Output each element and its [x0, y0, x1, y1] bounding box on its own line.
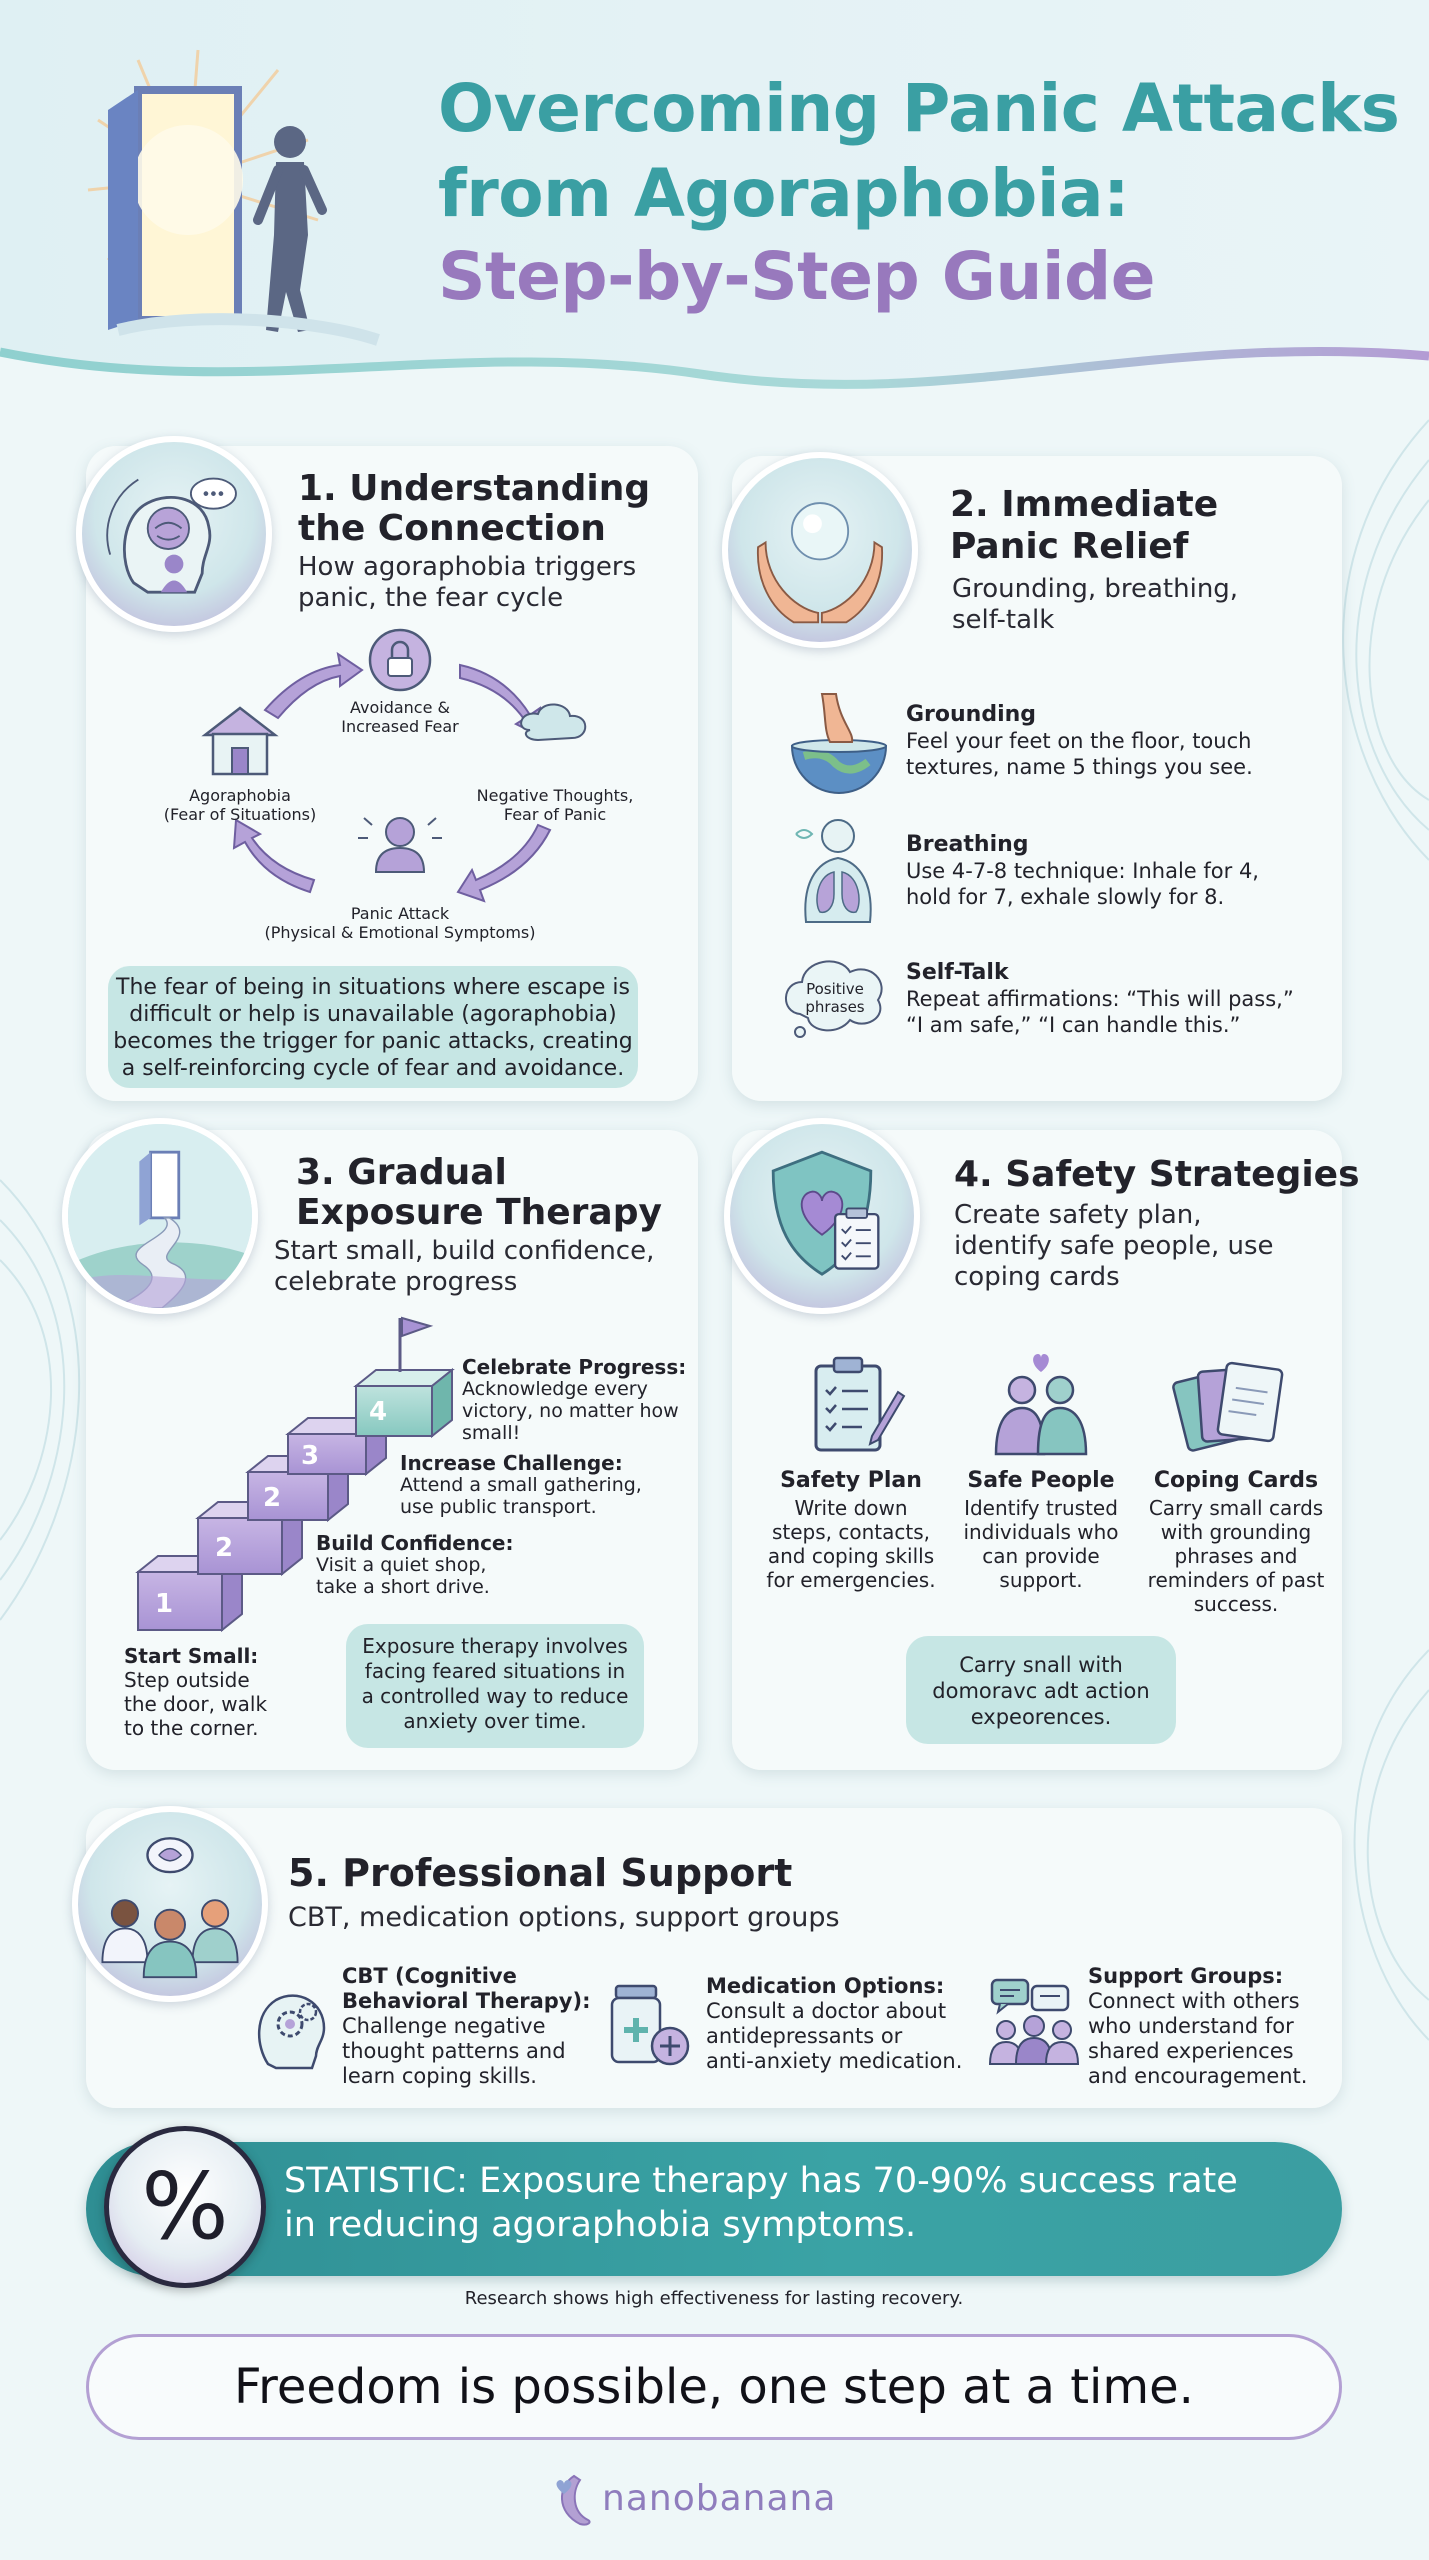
- safety-plan-clipboard-icon: [814, 1356, 906, 1452]
- step-number-2a: 2: [215, 1533, 233, 1563]
- percent-icon: %: [141, 2153, 229, 2260]
- statistic-caption: Research shows high effectiveness for la…: [464, 2288, 964, 2309]
- open-door-path-icon: [62, 1118, 258, 1314]
- hands-orb-icon: [722, 452, 918, 648]
- section2-title-line1: 2. Immediate: [950, 484, 1219, 525]
- exposure-staircase-diagram: 1 2 2 3 4: [135, 1316, 455, 1633]
- section2-subtitle-line2: self-talk: [952, 605, 1055, 635]
- cycle-negative-thoughts-label: Negative Thoughts, Fear of Panic: [476, 786, 634, 824]
- safe-people-title: Safe People: [967, 1468, 1115, 1493]
- grounding-text: Feel your feet on the floor, touch textu…: [906, 729, 1253, 779]
- cycle-panic-attack-label: Panic Attack (Physical & Emotional Sympt…: [264, 904, 536, 942]
- step-number-4: 4: [369, 1397, 387, 1427]
- self-talk-text: Repeat affirmations: “This will pass,” “…: [906, 987, 1294, 1037]
- cbt-head-gears-icon: [257, 1994, 326, 2070]
- statistic-line-1: STATISTIC: Exposure therapy has 70-90% s…: [284, 2161, 1238, 2201]
- section4-note: Carry snall with domoravc adt action exp…: [906, 1636, 1176, 1744]
- medication-bottle-icon: [610, 1984, 690, 2066]
- safety-plan-text: Write down steps, contacts, and coping s…: [766, 1496, 936, 1592]
- section5-subtitle: CBT, medication options, support groups: [288, 1902, 840, 1933]
- coping-cards-icon: [1172, 1361, 1284, 1452]
- header-wave-background: [0, 0, 1429, 389]
- section3-title-line2: Exposure Therapy: [296, 1192, 662, 1233]
- section3-subtitle-line2: celebrate progress: [274, 1267, 518, 1297]
- statistic-line-2: in reducing agoraphobia symptoms.: [284, 2205, 917, 2245]
- breathing-text: Use 4-7-8 technique: Inhale for 4, hold …: [906, 859, 1259, 909]
- step-increase-challenge: Increase Challenge: Attend a small gathe…: [400, 1451, 642, 1518]
- section5-title: 5. Professional Support: [288, 1851, 793, 1895]
- breathing-title: Breathing: [906, 832, 1029, 857]
- safety-plan-title: Safety Plan: [780, 1468, 922, 1493]
- step-number-1: 1: [155, 1589, 173, 1619]
- section4-title: 4. Safety Strategies: [954, 1154, 1360, 1195]
- section3-note: Exposure therapy involves facing feared …: [346, 1624, 644, 1748]
- step-start-small: Start Small: Step outside the door, walk…: [124, 1644, 268, 1740]
- section2-title-line2: Panic Relief: [950, 526, 1189, 567]
- positive-phrases-label: Positive phrases: [805, 980, 865, 1016]
- percent-badge: %: [104, 2126, 266, 2288]
- support-groups-item: Support Groups: Connect with others who …: [1088, 1964, 1308, 2088]
- title-line-1: Overcoming Panic Attacks: [438, 70, 1400, 147]
- coping-cards-text: Carry small cards with grounding phrases…: [1147, 1496, 1325, 1616]
- section1-subtitle-line1: How agoraphobia triggers: [298, 552, 637, 582]
- section4-subtitle-line1: Create safety plan,: [954, 1200, 1202, 1230]
- tagline-banner: Freedom is possible, one step at a time.: [86, 2334, 1342, 2440]
- step-number-2b: 2: [263, 1483, 281, 1513]
- support-group-icon: [988, 1978, 1080, 2065]
- section3-title-line1: 3. Gradual: [296, 1152, 507, 1193]
- cycle-avoidance-label: Avoidance & Increased Fear: [341, 698, 459, 736]
- brand-name: nanobanana: [602, 2478, 837, 2519]
- door-light-icon: [87, 49, 380, 346]
- step-number-3: 3: [301, 1441, 319, 1471]
- section3-subtitle-line1: Start small, build confidence,: [274, 1236, 655, 1266]
- coping-cards-title: Coping Cards: [1153, 1468, 1319, 1493]
- section1-title-line1: 1. Understanding: [298, 468, 651, 509]
- fear-cycle-diagram: [201, 628, 587, 903]
- self-talk-title: Self-Talk: [906, 960, 1009, 985]
- section4-subtitle-line2: identify safe people, use: [954, 1231, 1274, 1261]
- section1-subtitle-line2: panic, the fear cycle: [298, 583, 564, 613]
- statistic-banner: [86, 2142, 1342, 2276]
- title-line-3: Step-by-Step Guide: [438, 238, 1156, 315]
- step-build-confidence: Build Confidence: Visit a quiet shop, ta…: [316, 1531, 514, 1598]
- shield-heart-checklist-icon: [724, 1118, 920, 1314]
- cbt-item: CBT (Cognitive Behavioral Therapy): Chal…: [342, 1964, 591, 2088]
- medication-item: Medication Options: Consult a doctor abo…: [706, 1974, 963, 2073]
- safe-people-text: Identify trusted individuals who can pro…: [963, 1496, 1119, 1592]
- professional-support-team-icon: [72, 1806, 268, 2002]
- positive-phrases-bubble-icon: [785, 960, 883, 1038]
- step-celebrate-progress: Celebrate Progress: Acknowledge every vi…: [462, 1355, 687, 1444]
- banana-logo-icon: [556, 2474, 591, 2526]
- grounding-title: Grounding: [906, 702, 1037, 727]
- section2-subtitle-line1: Grounding, breathing,: [952, 574, 1239, 604]
- header: Overcoming Panic Attacks from Agoraphobi…: [0, 0, 1429, 400]
- safe-people-icon: [994, 1354, 1088, 1456]
- section4-subtitle-line3: coping cards: [954, 1262, 1120, 1292]
- tagline-text: Freedom is possible, one step at a time.: [234, 2359, 1194, 2415]
- cycle-agoraphobia-label: Agoraphobia (Fear of Situations): [163, 786, 317, 824]
- title-line-2: from Agoraphobia:: [438, 155, 1129, 232]
- section1-note: The fear of being in situations where es…: [108, 966, 638, 1088]
- section1-title-line2: the Connection: [298, 508, 606, 549]
- brain-thought-icon: [76, 436, 272, 632]
- lungs-breathing-icon: [795, 819, 872, 923]
- earth-foot-icon: [790, 693, 888, 794]
